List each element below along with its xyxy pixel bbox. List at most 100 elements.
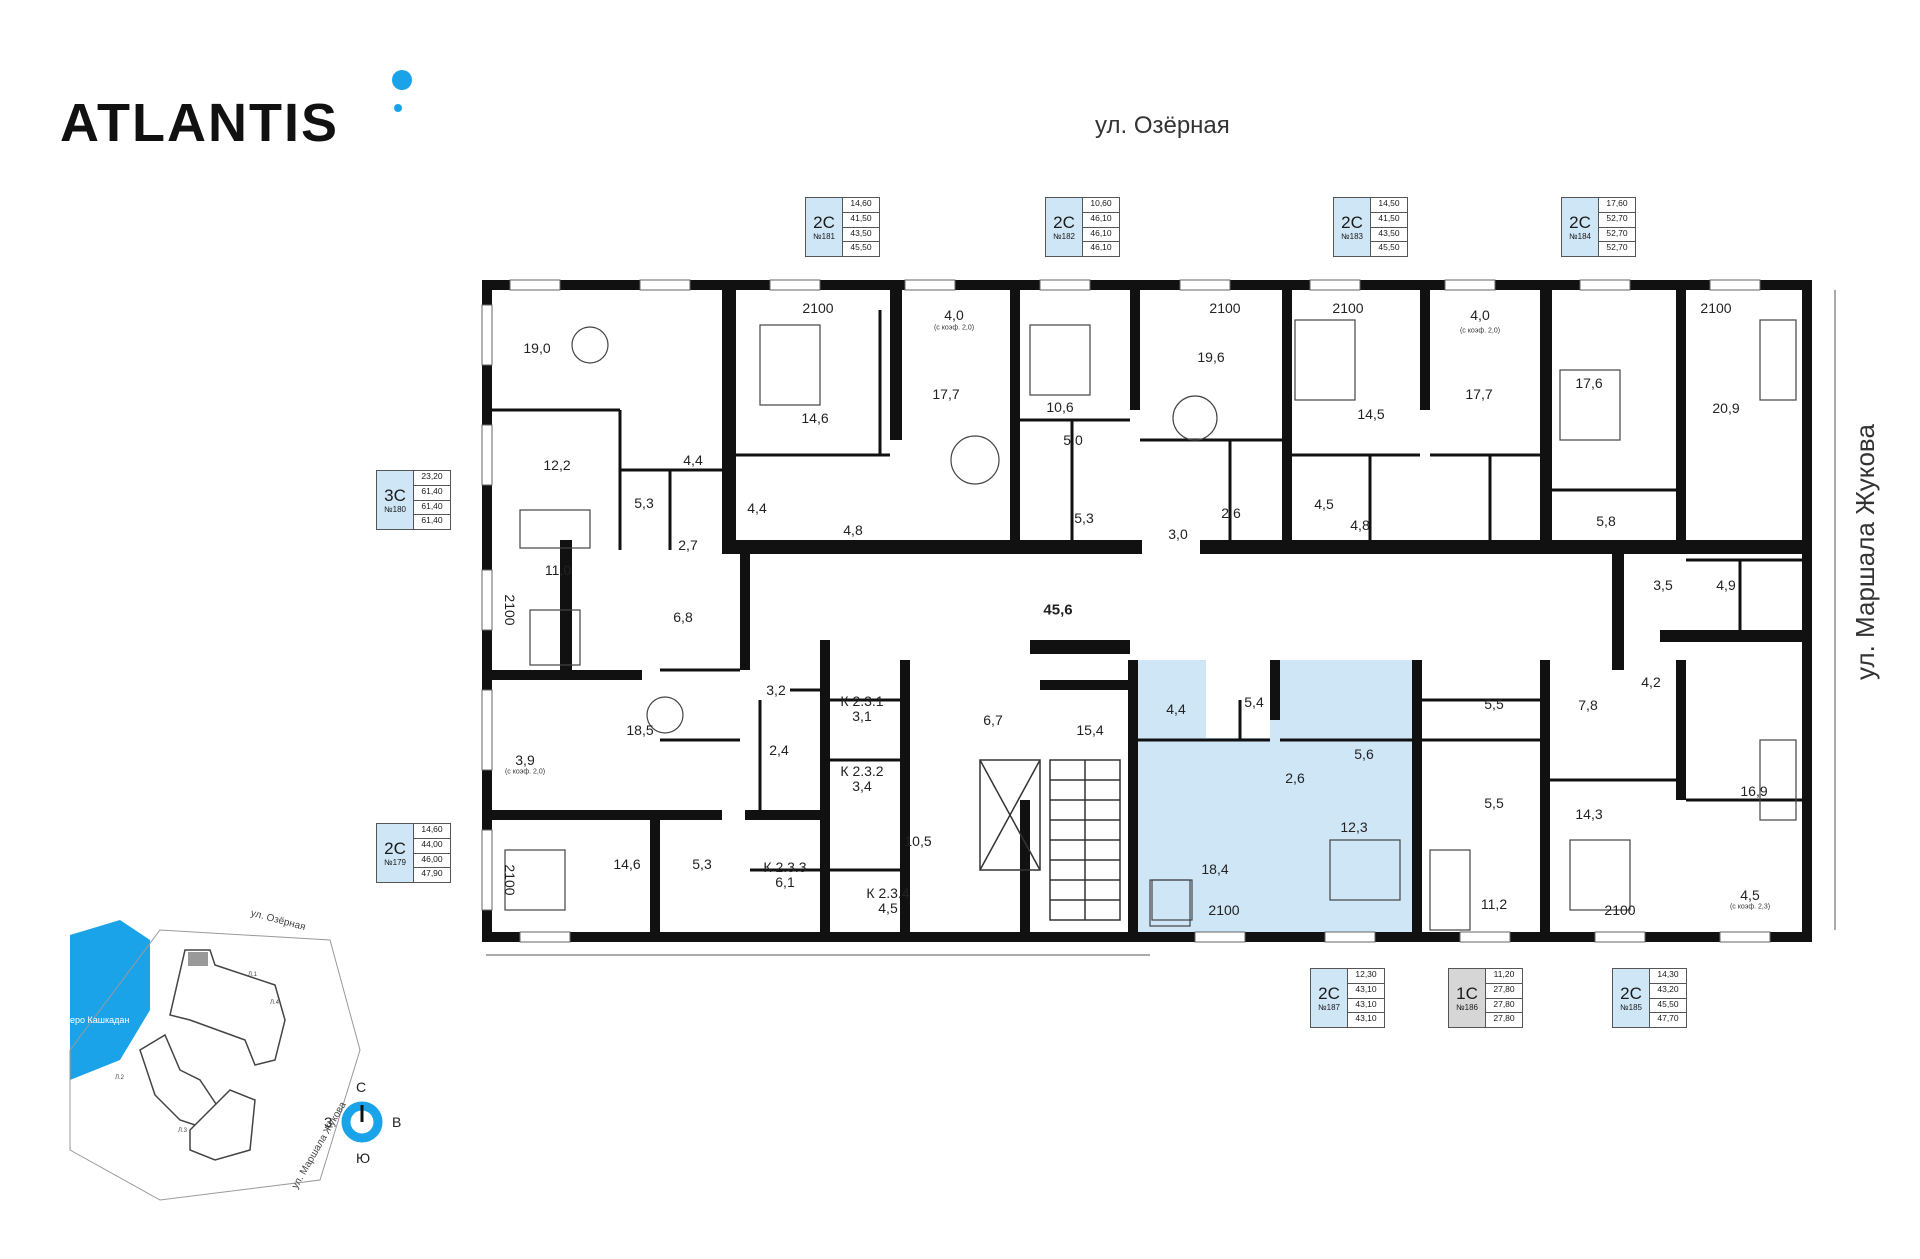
apartment-area-value: 61,40 [421, 515, 443, 526]
brand-logo: ATLANTIS [60, 93, 339, 153]
apartment-area-value: 45,50 [850, 242, 872, 253]
apartment-area-value: 27,80 [1486, 984, 1522, 999]
apartment-area-value: 43,50 [843, 228, 879, 243]
balcony-coefficient-note: (с коэф. 2,0) [504, 768, 546, 776]
room-area-label: 4,0 [944, 307, 964, 323]
apartment-area-value: 41,50 [1371, 213, 1407, 228]
room-area-label: К 2.3.4 [866, 885, 910, 901]
street-label-top: ул. Озёрная [1095, 112, 1230, 139]
apartment-area-value: 44,00 [414, 839, 450, 854]
room-area-label: 19,0 [523, 340, 551, 356]
room-area-label: 4,4 [1166, 701, 1186, 717]
site-label-2: Л.2 [115, 1075, 124, 1081]
apartment-type-label: 1С [1456, 983, 1478, 1003]
site-lake-label: Озеро Кашкадан [59, 1015, 130, 1025]
compass-icon [341, 1101, 383, 1143]
apartment-area-value: 43,50 [1371, 228, 1407, 243]
apartment-number: №181 [813, 231, 835, 241]
room-area-label: 2100 [1332, 300, 1364, 316]
room-area-label: 4,5 [1740, 887, 1760, 903]
room-area-label: 4,5 [878, 900, 898, 916]
room-area-label: 4,8 [1350, 517, 1370, 533]
room-area-label: 18,5 [626, 722, 654, 738]
apartment-area-value: 52,70 [1599, 213, 1635, 228]
apartment-area-value: 11,20 [1486, 969, 1522, 984]
apartment-area-value: 46,10 [1090, 242, 1112, 253]
apartment-type-label: 2С [1053, 212, 1075, 232]
room-area-label: 19,6 [1197, 349, 1225, 365]
site-label-1: Л.1 [248, 972, 257, 978]
room-area-label: 4,4 [683, 452, 703, 468]
room-area-label: 16,9 [1740, 783, 1768, 799]
compass-north: С [356, 1079, 367, 1095]
room-area-label: 4,5 [1314, 496, 1334, 512]
apartment-187-highlight[interactable] [1270, 660, 1412, 938]
room-area-label: 5,8 [1596, 513, 1616, 529]
apartment-area-value: 14,50 [1371, 198, 1407, 213]
room-area-label: 17,6 [1575, 375, 1603, 391]
balcony-coefficient-note: (с коэф. 2,0) [1459, 327, 1501, 335]
room-area-label: 2100 [1604, 902, 1636, 918]
apartment-area-value: 45,50 [1650, 999, 1686, 1014]
room-area-label: 5,3 [634, 495, 654, 511]
room-area-label: 2100 [802, 300, 834, 316]
apartment-area-value: 45,50 [1378, 242, 1400, 253]
apartment-number: №179 [384, 857, 406, 867]
apartment-area-value: 61,40 [414, 501, 450, 516]
furniture [504, 319, 1797, 931]
windows-top [509, 279, 1761, 291]
apartment-187-highlight[interactable] [1138, 738, 1282, 938]
apartment-type-label: 2С [1341, 212, 1363, 232]
dimension-lines [486, 290, 1836, 956]
balcony-coefficient-note: (с коэф. 2,3) [1729, 903, 1771, 911]
apartment-area-value: 47,70 [1657, 1013, 1679, 1024]
apartment-number: №186 [1456, 1002, 1478, 1012]
room-area-label: 12,2 [543, 457, 571, 473]
apartment-187-highlight[interactable] [1128, 660, 1206, 738]
room-area-label: 17,7 [932, 386, 960, 402]
logo-dot-icon [392, 70, 412, 90]
room-area-label: 2,6 [1285, 770, 1305, 786]
room-area-label: 3,4 [852, 778, 872, 794]
room-area-label: 5,6 [1354, 746, 1374, 762]
apartment-area-value: 52,70 [1599, 228, 1635, 243]
room-area-label: 18,4 [1201, 861, 1229, 877]
apartment-area-value: 43,10 [1355, 1013, 1377, 1024]
apartment-number: №184 [1569, 231, 1591, 241]
room-area-label: 7,8 [1578, 697, 1598, 713]
room-area-label: 14,6 [801, 410, 829, 426]
room-area-label: 5,5 [1484, 696, 1504, 712]
apartment-type-label: 2С [1569, 212, 1591, 232]
room-area-label: 14,3 [1575, 806, 1603, 822]
room-area-label: 2100 [1700, 300, 1732, 316]
corridor-area: 45,6 [1043, 601, 1073, 619]
apartment-number: №183 [1341, 231, 1363, 241]
apartment-area-value: 12,30 [1348, 969, 1384, 984]
balcony-coefficient-note: (с коэф. 2,0) [933, 324, 975, 332]
room-area-label: 5,3 [1074, 510, 1094, 526]
apartment-area-value: 52,70 [1606, 242, 1628, 253]
room-area-label: 3,2 [766, 682, 786, 698]
